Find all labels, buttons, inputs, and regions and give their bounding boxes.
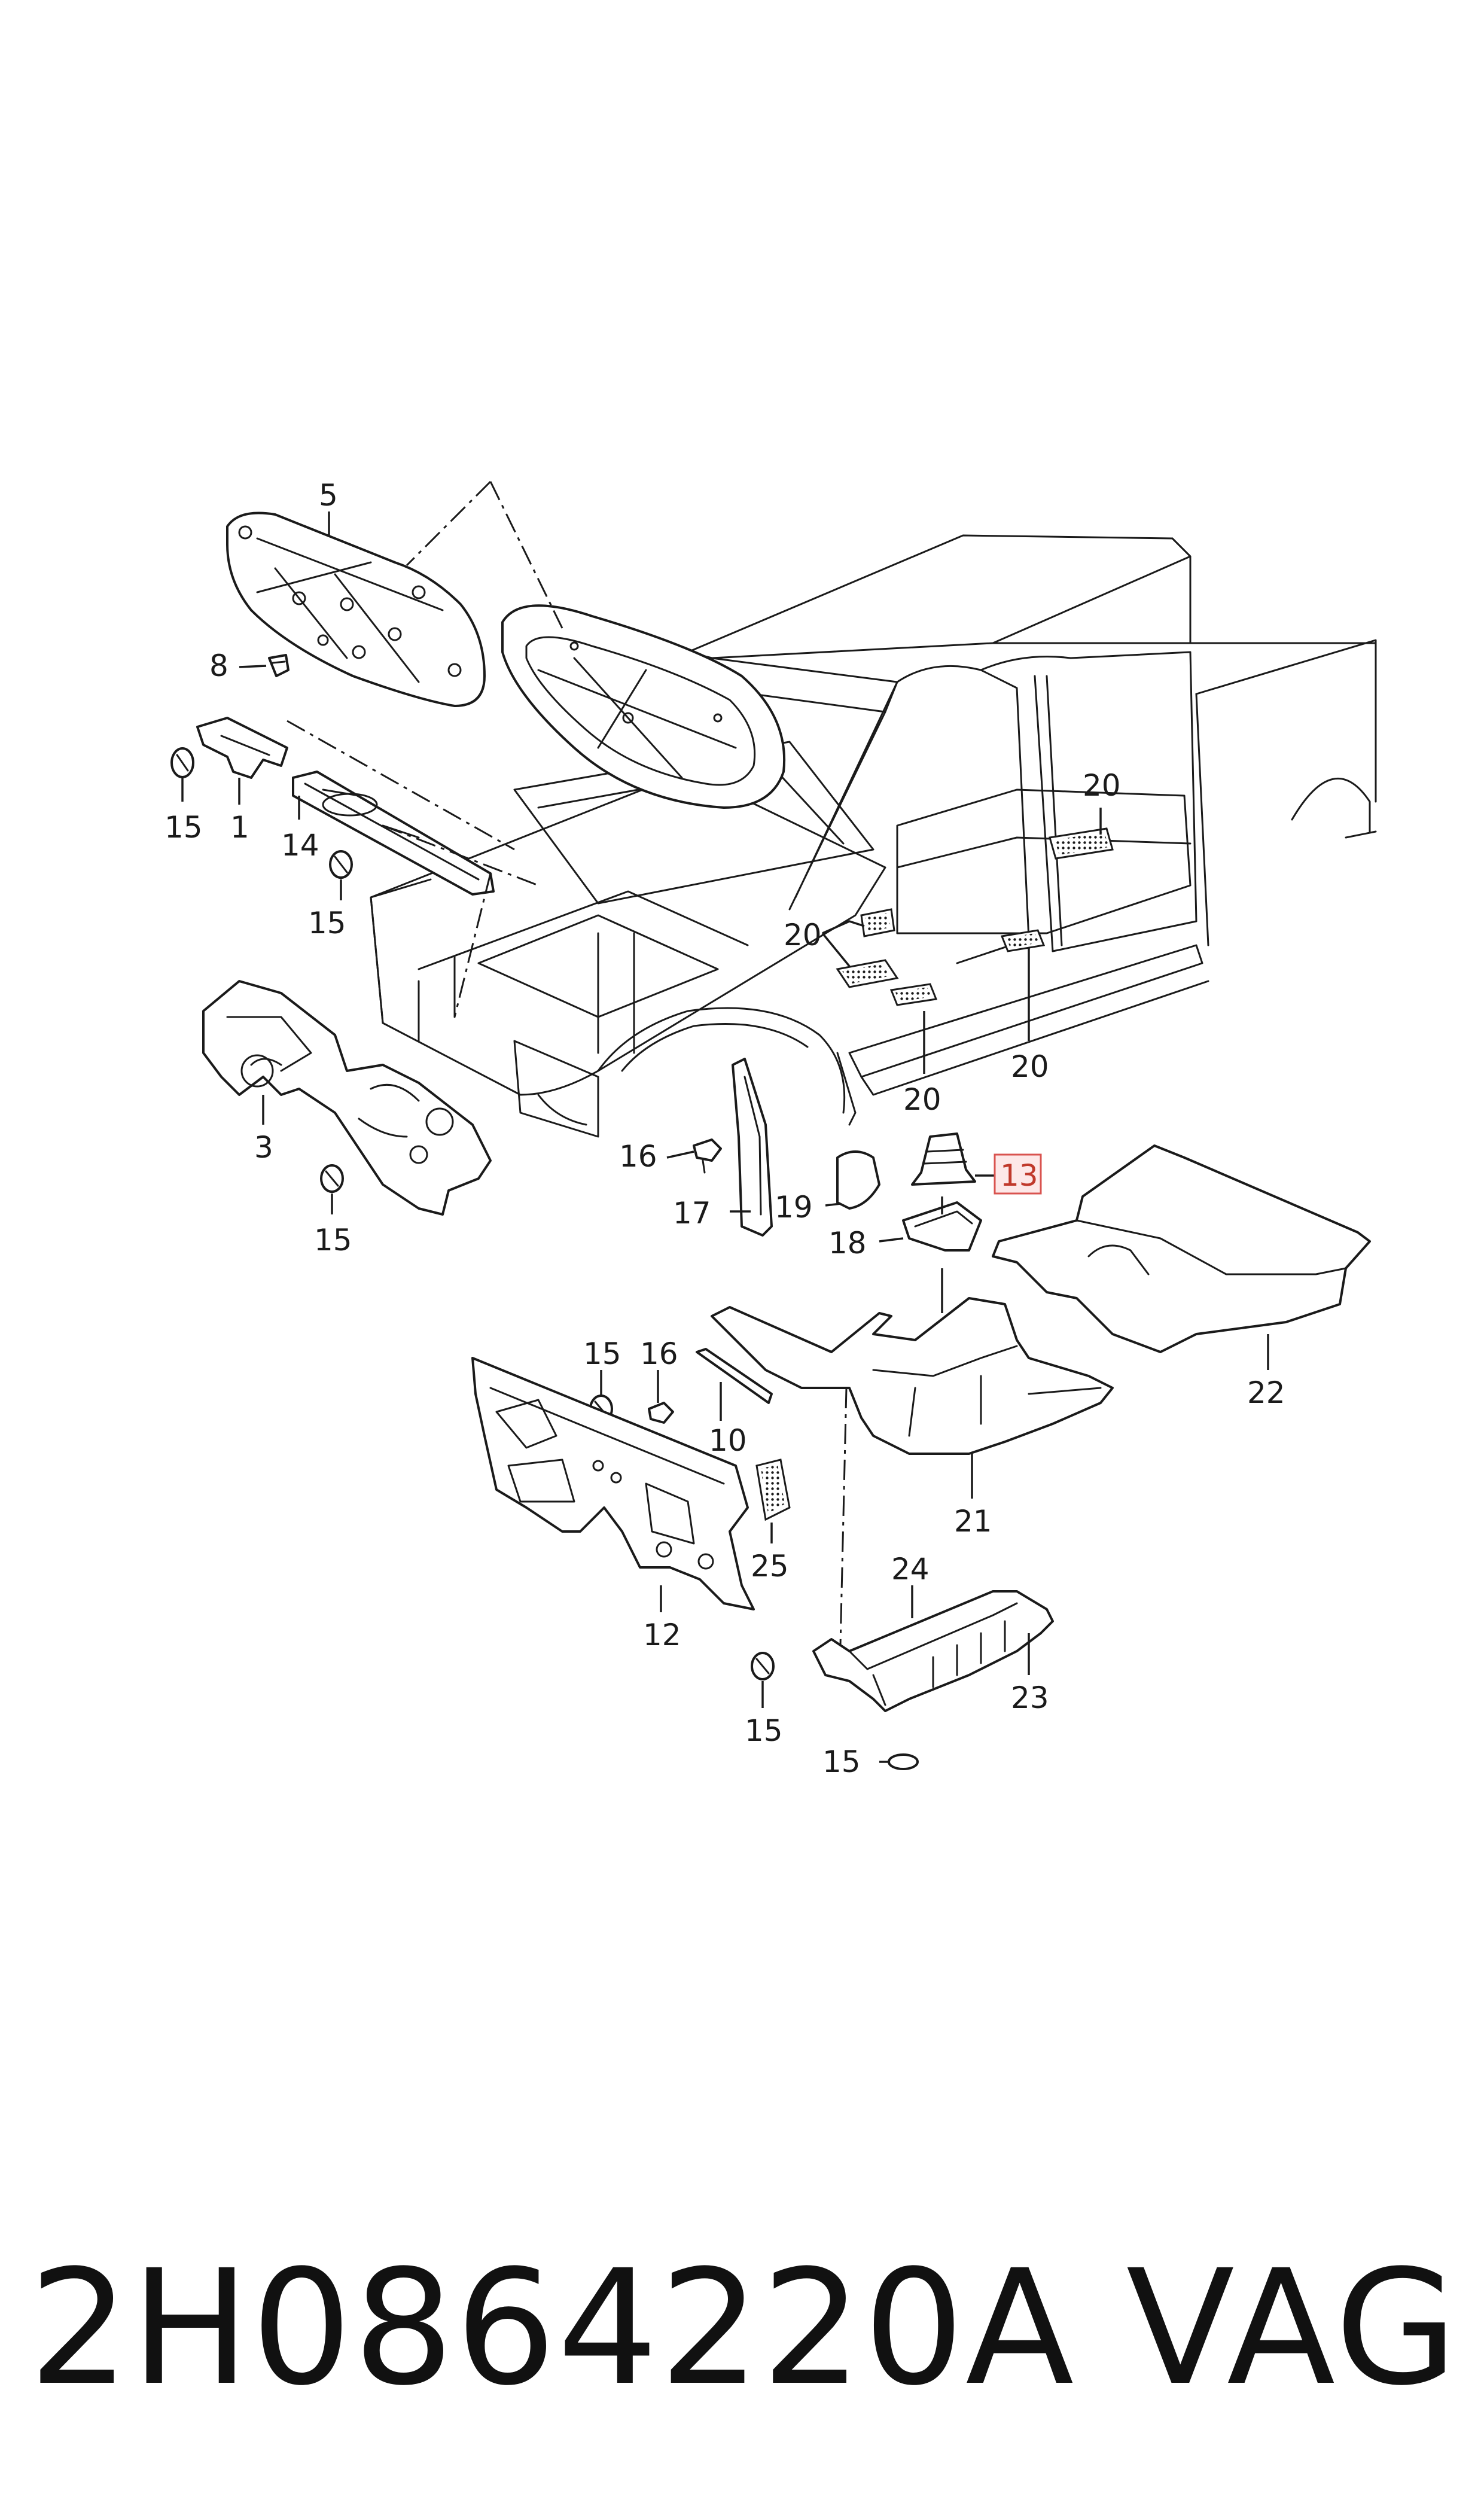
callout-15: 15 bbox=[314, 1223, 352, 1258]
callout-22: 22 bbox=[1247, 1375, 1285, 1410]
part-5-bonnet-insulation bbox=[226, 511, 486, 707]
callout-19: 19 bbox=[775, 1190, 813, 1225]
leader-lines bbox=[181, 511, 1269, 1763]
part-21-front-floor-insulation bbox=[711, 1297, 1114, 1455]
callout-18: 18 bbox=[828, 1226, 867, 1260]
callout-17: 17 bbox=[673, 1196, 711, 1231]
callout-15: 15 bbox=[164, 810, 203, 845]
callout-12: 12 bbox=[643, 1618, 681, 1652]
part-12-bulkhead-insulation bbox=[471, 1357, 755, 1610]
callout-13: 13 bbox=[1000, 1158, 1038, 1193]
part-19-pad bbox=[836, 1150, 880, 1210]
part-22-rear-floor-insulation bbox=[992, 1144, 1371, 1353]
part-17-pillar-trim bbox=[732, 1058, 773, 1237]
part-10-strip bbox=[696, 1348, 773, 1404]
callout-13-highlight bbox=[994, 1153, 1042, 1195]
callout-16: 16 bbox=[640, 1336, 678, 1371]
callout-5: 5 bbox=[319, 478, 338, 513]
callout-16: 16 bbox=[619, 1139, 657, 1174]
callout-23: 23 bbox=[1011, 1680, 1049, 1715]
vehicle-body bbox=[370, 534, 1377, 1138]
callout-10: 10 bbox=[709, 1423, 747, 1458]
callout-15: 15 bbox=[583, 1336, 621, 1371]
callout-15: 15 bbox=[822, 1744, 861, 1779]
callout-14: 14 bbox=[281, 828, 319, 863]
callout-25: 25 bbox=[751, 1549, 789, 1584]
reference-lines bbox=[287, 480, 848, 1646]
callout-20: 20 bbox=[903, 1082, 941, 1117]
fasteners-15 bbox=[170, 747, 919, 1770]
callout-20: 20 bbox=[1011, 1049, 1049, 1084]
callout-20: 20 bbox=[784, 918, 822, 952]
callout-15: 15 bbox=[308, 906, 346, 940]
callout-15: 15 bbox=[745, 1713, 783, 1748]
callout-8: 8 bbox=[209, 648, 228, 683]
callout-3: 3 bbox=[254, 1130, 273, 1165]
callout-21: 21 bbox=[954, 1504, 992, 1539]
part-25-pad bbox=[755, 1459, 791, 1521]
callout-20: 20 bbox=[1083, 768, 1121, 803]
part-13-gear-boot bbox=[911, 1132, 976, 1186]
pads-20 bbox=[836, 827, 1114, 1006]
part-number: 2H0864220A bbox=[29, 2236, 1075, 2420]
callout-labels: 5 8 15 1 14 15 3 15 20 20 20 20 16 17 19… bbox=[164, 478, 1285, 1779]
part-3-insulation-panel bbox=[202, 980, 492, 1216]
part-1-bracket bbox=[196, 717, 288, 779]
part-14-seal-strip bbox=[292, 771, 495, 896]
part-18-console-insulation bbox=[902, 1201, 982, 1252]
part-8-clip bbox=[268, 654, 290, 677]
plugs-16 bbox=[648, 1138, 722, 1424]
callout-1: 1 bbox=[230, 810, 249, 845]
brand-name: VAG bbox=[1126, 2236, 1460, 2420]
callout-24: 24 bbox=[891, 1552, 930, 1587]
